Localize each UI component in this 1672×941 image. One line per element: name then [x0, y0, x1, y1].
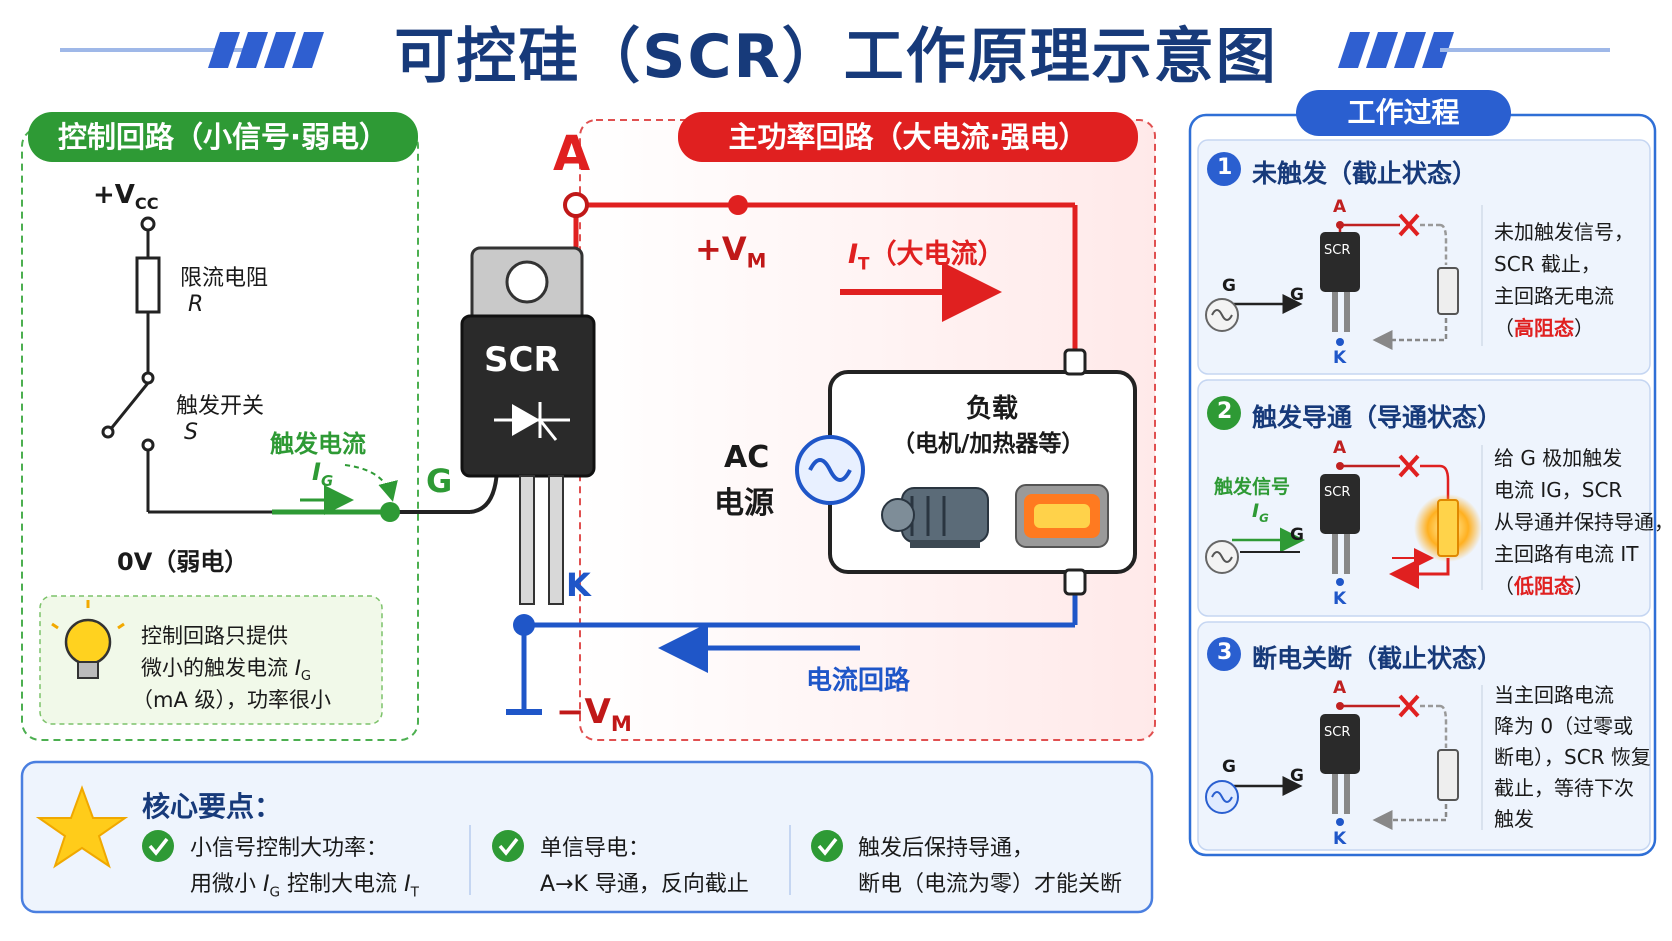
anode-node — [563, 192, 589, 218]
control-circuit-header: 控制回路（小信号·弱电） — [28, 112, 418, 162]
step1-g: G — [1222, 276, 1236, 296]
step1-card — [1197, 139, 1651, 375]
key-point-2-desc: A→K 导通，反向截止 — [540, 872, 749, 897]
heater-icon — [1015, 484, 1109, 548]
step3-a: A — [1333, 678, 1347, 698]
key-points-header: 核心要点： — [142, 790, 283, 823]
step3-description: 当主回路电流 降为 0（过零或 断电），SCR 恢复 截止，等待下次 触发 — [1494, 683, 1651, 831]
page-title: 可控硅（SCR）工作原理示意图 — [394, 22, 1278, 92]
step2-number-circle — [1207, 396, 1241, 430]
step2-k: K — [1333, 589, 1347, 609]
step3-chip: SCR — [1324, 725, 1351, 740]
step1-description: 未加触发信号， SCR 截止， 主回路无电流 （高阻态） — [1494, 220, 1634, 340]
main-circuit-header: 主功率回路（大电流·强电） — [678, 112, 1138, 162]
vm-minus-label: −VM — [556, 692, 632, 736]
step2-description: 给 G 极加触发 电流 IG，SCR 从导通并保持导通， 主回路有电流 IT （… — [1494, 446, 1672, 598]
step3-number-circle — [1207, 637, 1241, 671]
process-header: 工作过程 — [1296, 90, 1511, 136]
vm-plus-node — [728, 195, 748, 215]
step2-number: 2 — [1217, 399, 1233, 424]
key-point-1-title: 小信号控制大功率： — [190, 836, 389, 861]
step1-circuit — [1205, 221, 1459, 350]
step2-circuit — [1205, 462, 1482, 589]
check-icon-3 — [811, 830, 843, 862]
step1-number-circle — [1207, 152, 1241, 186]
step1-state: 高阻态 — [1514, 316, 1574, 340]
load-title: 负载 — [966, 394, 1019, 424]
trigger-current-label: 触发电流 — [270, 430, 366, 458]
step1-x-icon — [1398, 213, 1420, 237]
title-right-stripes-icon — [1338, 32, 1610, 68]
key-point-2-title: 单信导电： — [540, 836, 651, 861]
step3-x-icon — [1398, 694, 1420, 718]
ac-label: AC — [724, 440, 770, 475]
lightbulb-icon — [51, 600, 125, 679]
ground-label: 0V（弱电） — [117, 548, 249, 576]
step3-number: 3 — [1217, 640, 1233, 665]
load-bottom-connector — [1063, 568, 1087, 596]
step1-a: A — [1333, 197, 1347, 217]
scr-chip-label: SCR — [484, 340, 560, 380]
vm-plus-label: +VM — [695, 230, 767, 273]
step1-chip: SCR — [1324, 243, 1351, 258]
resistor-symbol: R — [188, 292, 204, 317]
vcc-label: +VCC — [93, 180, 159, 214]
trigger-dashed-arrow — [344, 464, 398, 502]
step2-a: A — [1333, 438, 1347, 458]
it-label: IT（大电流） — [848, 239, 1005, 274]
terminal-k-label: K — [566, 566, 591, 604]
note-line-3: （mA 级），功率很小 — [132, 688, 331, 712]
control-wiring — [101, 216, 272, 514]
star-icon — [35, 785, 129, 869]
step2-ig: IG — [1252, 500, 1269, 525]
step2-title: 触发导通（导通状态） — [1252, 403, 1503, 432]
switch-label: 触发开关 — [176, 394, 265, 419]
return-current-label: 电流回路 — [806, 666, 911, 696]
ig-label: IG — [312, 458, 334, 490]
step1-number: 1 — [1217, 155, 1233, 180]
terminal-a-label: A — [553, 126, 591, 182]
motor-icon — [881, 487, 989, 548]
load-top-connector — [1063, 348, 1087, 376]
step3-title: 断电关断（截止状态） — [1252, 644, 1503, 673]
step2-x-icon — [1398, 454, 1420, 478]
switch-symbol: S — [184, 420, 198, 445]
step3-g-pin: G — [1290, 766, 1304, 786]
check-icon-2 — [492, 830, 524, 862]
check-icon-1 — [142, 830, 174, 862]
step3-circuit — [1205, 702, 1459, 830]
key-point-1-desc: 用微小 IG 控制大电流 IT — [190, 872, 419, 901]
control-note-box — [39, 595, 383, 725]
note-line-1: 控制回路只提供 — [141, 624, 288, 648]
step3-card — [1197, 621, 1651, 851]
scr-package-icon — [460, 246, 596, 605]
key-point-3-title: 触发后保持导通， — [858, 836, 1035, 861]
load-subtitle: （电机/加热器等） — [892, 431, 1085, 457]
resistor-label: 限流电阻 — [180, 266, 269, 291]
note-line-2: 微小的触发电流 IG — [141, 656, 311, 685]
ac-source-icon — [795, 435, 865, 505]
step1-k: K — [1333, 348, 1347, 368]
gate-node — [380, 502, 400, 522]
step2-chip: SCR — [1324, 485, 1351, 500]
step3-g: G — [1222, 757, 1236, 777]
key-points-panel — [20, 760, 1154, 914]
key-point-3-desc: 断电（电流为零）才能关断 — [858, 872, 1123, 897]
title-left-stripes-icon — [60, 32, 324, 68]
step2-g: G — [1290, 525, 1304, 545]
step2-card — [1197, 379, 1651, 617]
step1-g-pin: G — [1290, 285, 1304, 305]
step3-k: K — [1333, 829, 1347, 849]
ac-source-label: 电源 — [714, 486, 774, 521]
step2-trigger-label: 触发信号 — [1214, 476, 1291, 498]
step1-title: 未触发（截止状态） — [1252, 159, 1478, 188]
terminal-g-label: G — [426, 462, 453, 500]
cathode-node — [513, 614, 535, 636]
step2-state: 低阻态 — [1514, 574, 1574, 598]
